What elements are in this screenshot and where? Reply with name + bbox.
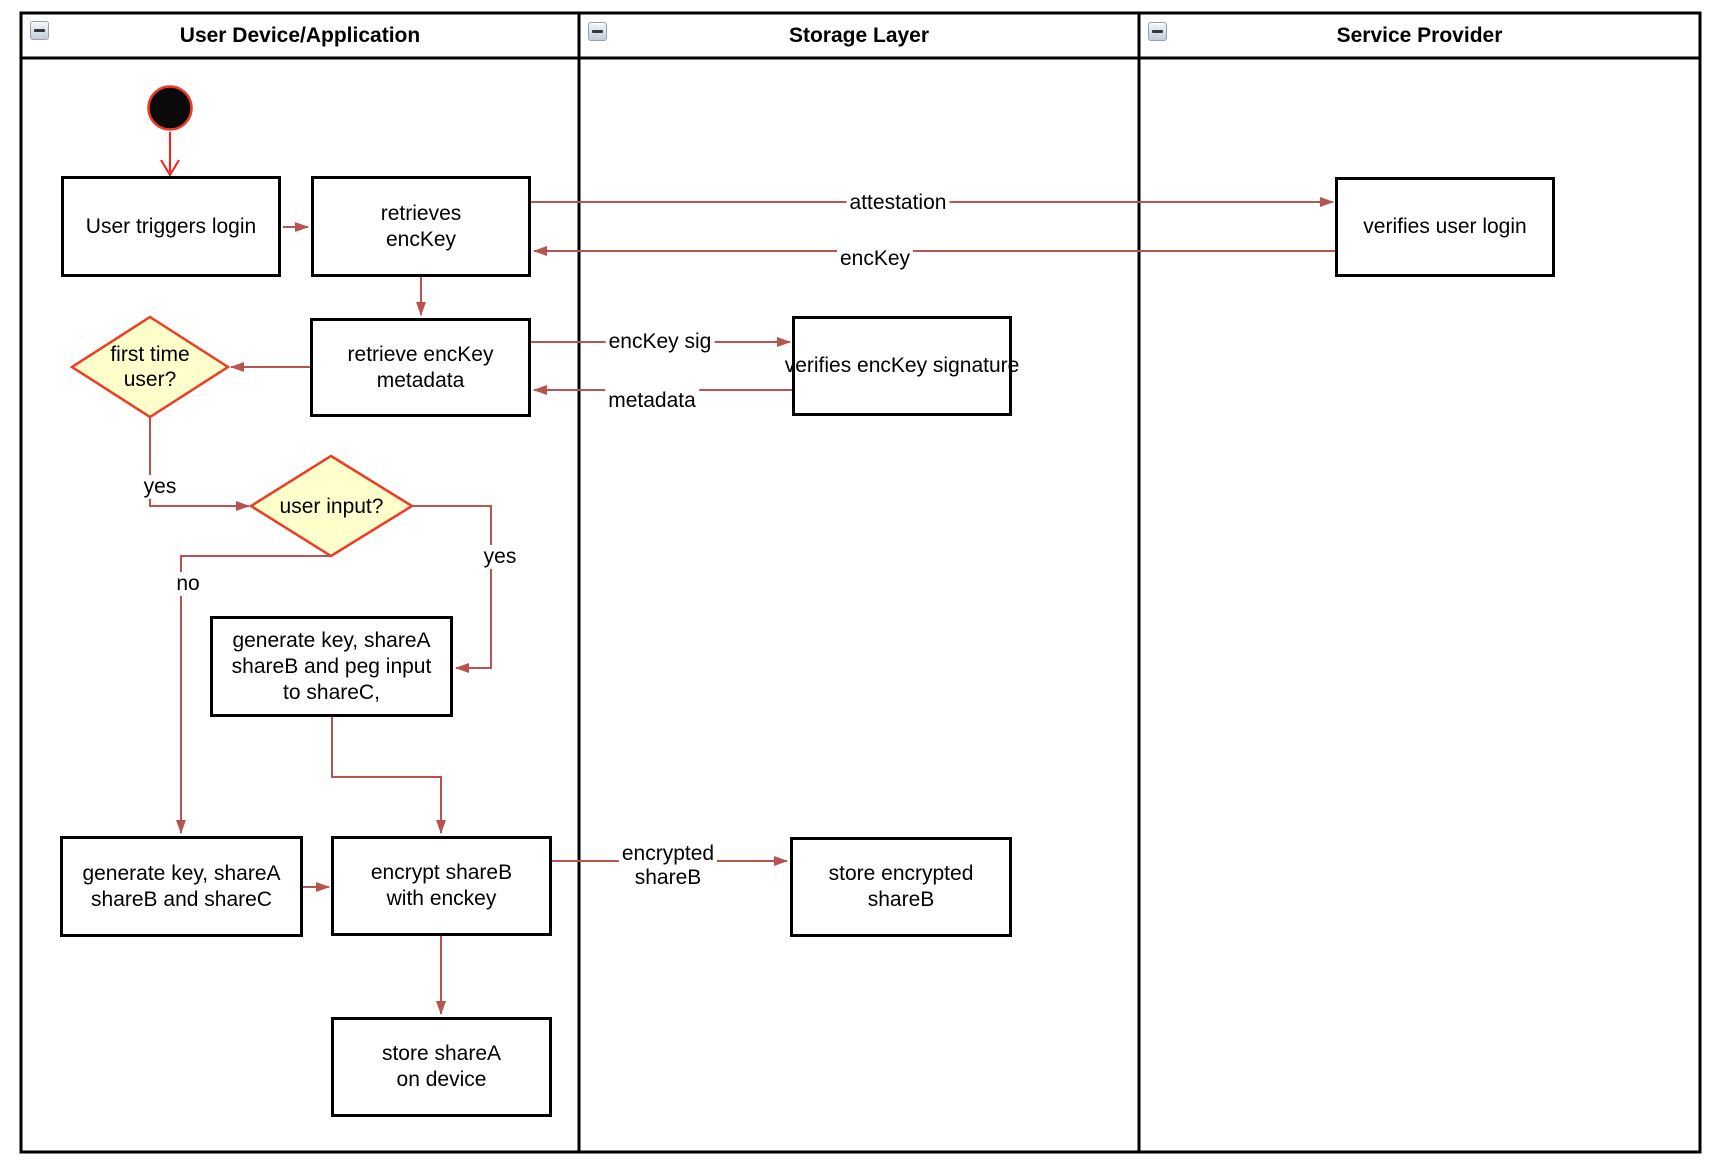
node-generate-key-sharec[interactable]: generate key, shareA shareB and shareC [60,836,303,937]
lane-header-storage-layer[interactable]: Storage Layer [579,14,1139,58]
pool-border [19,11,1702,1154]
decision-label-user-input: user input? [279,494,384,518]
node-retrieve-enckey-metadata[interactable]: retrieve encKey metadata [310,318,531,417]
minus-icon [592,30,603,33]
collapse-icon[interactable] [30,21,49,40]
start-arrowhead-icon [160,159,180,177]
node-encrypt-shareb[interactable]: encrypt shareB with enckey [331,836,552,936]
node-generate-key-peg-input[interactable]: generate key, shareA shareB and peg inpu… [210,616,453,717]
collapse-icon[interactable] [1148,22,1167,41]
node-user-triggers-login[interactable]: User triggers login [61,176,281,277]
edge-label-enckey-sig: encKey sig [605,330,715,354]
lane-header-user-device[interactable]: User Device/Application [21,14,579,58]
edge-label-encrypted-shareb: encrypted shareB [618,842,718,890]
edge-label-metadata: metadata [605,389,699,413]
edge-label-no-user-input: no [173,572,203,596]
edge-userinput-yes [412,505,492,673]
node-verifies-enckey-signature[interactable]: verifies encKey signature [785,316,1019,416]
lane-header-service-provider[interactable]: Service Provider [1139,14,1700,58]
edge-label-attestation: attestation [846,191,950,215]
lane-title-text: User Device/Application [179,24,421,47]
edge-firsttime-yes [149,417,250,511]
minus-icon [1152,30,1163,33]
node-store-encrypted-shareb[interactable]: store encrypted shareB [790,837,1012,937]
node-verifies-user-login[interactable]: verifies user login [1335,177,1555,277]
minus-icon [34,29,45,32]
decision-label-first-time-user: first time user? [110,343,190,391]
node-store-sharea-device[interactable]: store shareA on device [331,1017,552,1117]
lane-title-text: Storage Layer [788,24,930,47]
edge-userinput-no [176,555,331,834]
lane-title-text: Service Provider [1336,24,1503,47]
node-retrieves-enckey[interactable]: retrieves encKey [311,176,531,277]
collapse-icon[interactable] [588,22,607,41]
edge-label-yes-first-time: yes [140,475,180,499]
start-node[interactable] [147,85,193,131]
edge-label-yes-user-input: yes [480,545,520,569]
edge-label-enckey: encKey [836,247,914,271]
edge-peg-to-encrypt [331,717,446,834]
